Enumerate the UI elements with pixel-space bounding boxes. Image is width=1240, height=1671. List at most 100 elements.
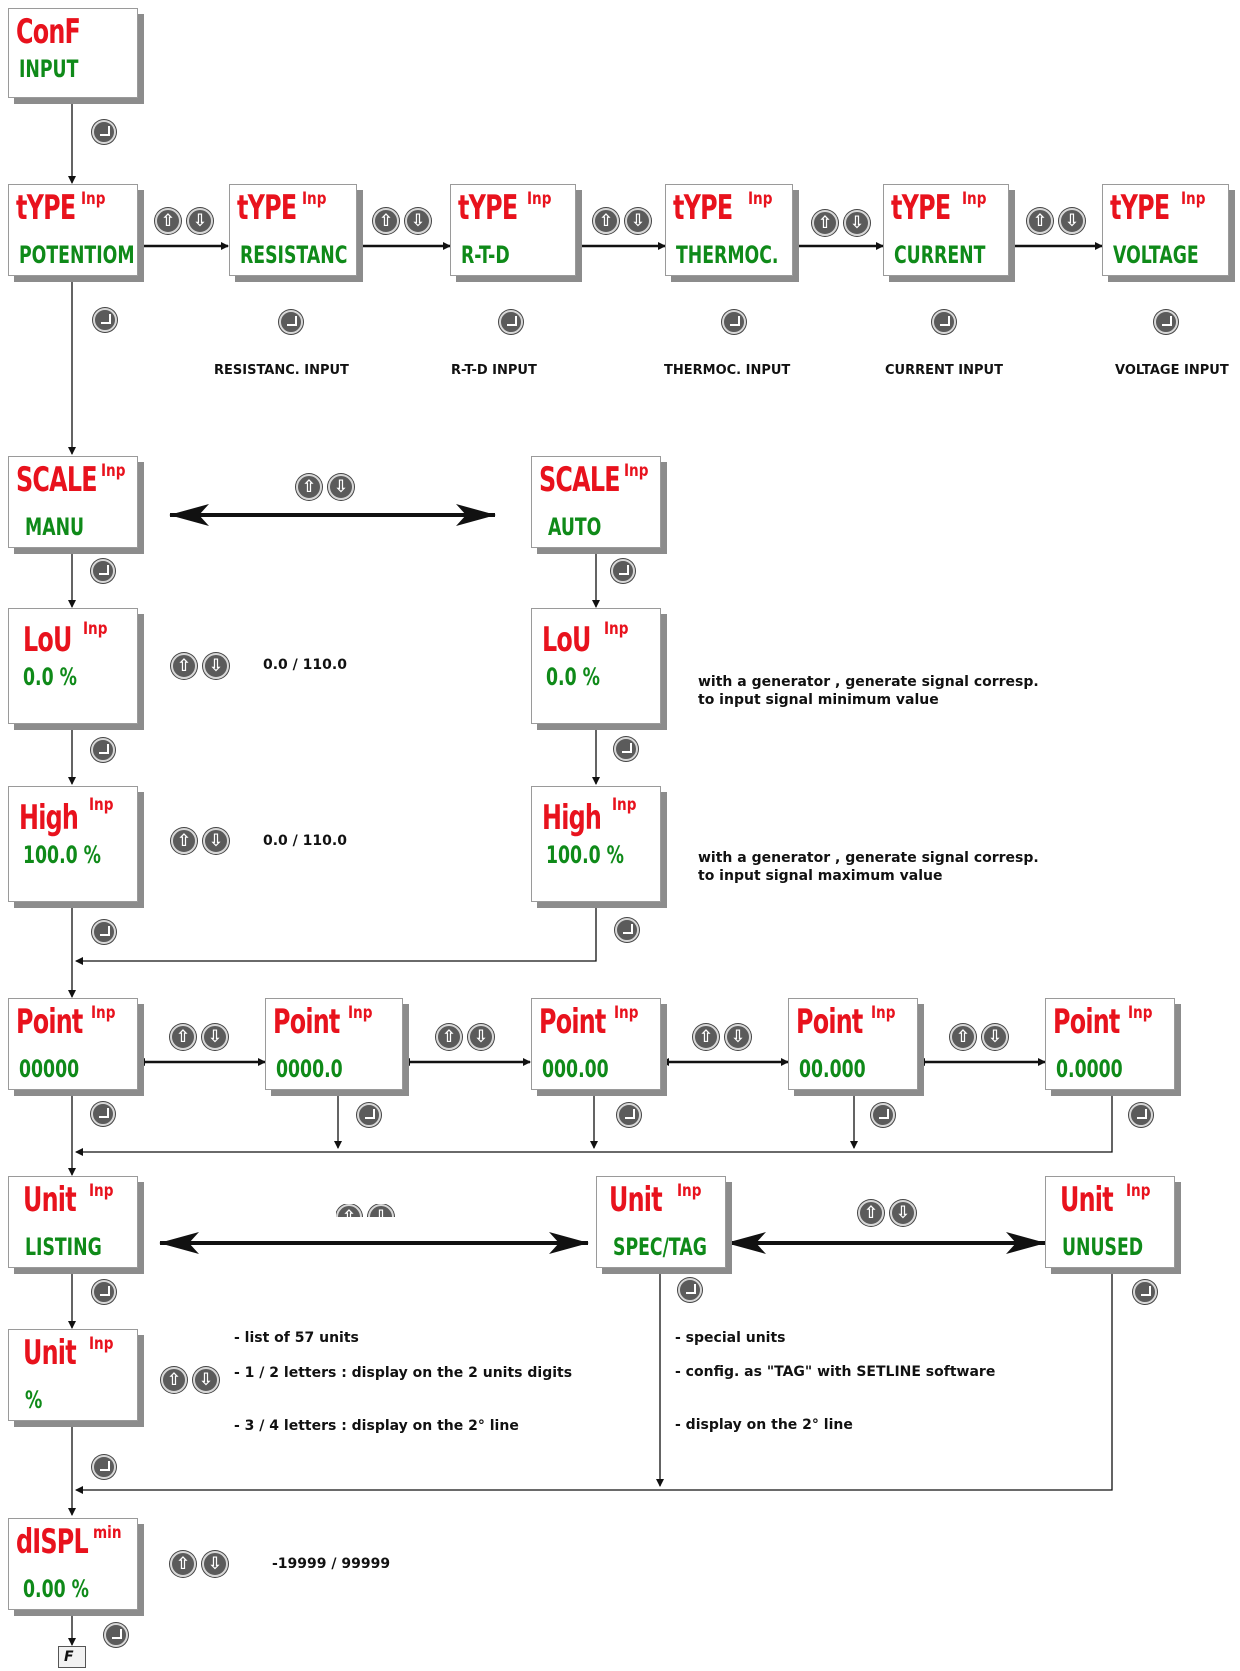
enter-key-icon bbox=[279, 310, 303, 334]
listing-note-2: - 1 / 2 letters : display on the 2 units… bbox=[234, 1365, 573, 1381]
enter-key-icon bbox=[1129, 1103, 1153, 1127]
inp-tag: Inp bbox=[89, 795, 114, 815]
lou-value: 0.0 % bbox=[546, 663, 600, 691]
down-arrow-icon: ⇩ bbox=[890, 1200, 916, 1226]
point-value: 00000 bbox=[19, 1055, 80, 1083]
enter-key-icon bbox=[92, 120, 116, 144]
enter-key-icon bbox=[92, 920, 116, 944]
high-auto-box: High Inp 100.0 % bbox=[531, 786, 661, 902]
up-down-keys: ⇧⇩ bbox=[950, 1024, 1014, 1050]
rtd-input-label: R-T-D INPUT bbox=[451, 363, 537, 378]
type-label: tYPE bbox=[673, 188, 733, 228]
high-note-2: to input signal maximum value bbox=[698, 868, 943, 884]
lou-note-2: to input signal minimum value bbox=[698, 692, 939, 708]
type-value: THERMOC. bbox=[676, 241, 779, 269]
up-down-keys: ⇧⇩ bbox=[170, 1551, 234, 1577]
lou-range: 0.0 / 110.0 bbox=[263, 657, 347, 673]
type-value: R-T-D bbox=[461, 241, 510, 269]
lou-note-1: with a generator , generate signal corre… bbox=[698, 674, 1039, 690]
point-value: 00.000 bbox=[799, 1055, 866, 1083]
type-label: tYPE bbox=[458, 188, 518, 228]
spec-note-2: - config. as "TAG" with SETLINE software bbox=[675, 1364, 996, 1380]
inp-tag: Inp bbox=[624, 461, 649, 481]
type-rtd-box: tYPE Inp R-T-D bbox=[450, 184, 576, 276]
enter-key-icon bbox=[92, 1455, 116, 1479]
inp-tag: Inp bbox=[527, 189, 552, 209]
unit-unused-box: Unit Inp UNUSED bbox=[1045, 1176, 1175, 1268]
unit-label: Unit bbox=[23, 1180, 77, 1220]
lou-auto-box: LoU Inp 0.0 % bbox=[531, 608, 661, 724]
lou-manu-box: LoU Inp 0.0 % bbox=[8, 608, 138, 724]
enter-key-icon bbox=[499, 310, 523, 334]
enter-key-icon bbox=[91, 1102, 115, 1126]
type-potentiom-box: tYPE Inp POTENTIOM bbox=[8, 184, 138, 276]
up-down-keys: ⇧⇩ bbox=[812, 210, 876, 236]
point-0000-0-box: Point Inp 0000.0 bbox=[265, 998, 403, 1090]
enter-key-icon bbox=[91, 738, 115, 762]
high-value: 100.0 % bbox=[23, 841, 101, 869]
point-label: Point bbox=[1053, 1002, 1120, 1042]
lou-value: 0.0 % bbox=[23, 663, 77, 691]
high-label: High bbox=[542, 798, 602, 838]
point-label: Point bbox=[796, 1002, 863, 1042]
inp-tag: Inp bbox=[604, 619, 629, 639]
enter-key-icon bbox=[91, 559, 115, 583]
up-down-keys-partial: ⇧⇩ bbox=[336, 1204, 400, 1217]
inp-tag: Inp bbox=[89, 1181, 114, 1201]
up-arrow-icon: ⇧ bbox=[170, 1024, 196, 1050]
up-down-keys: ⇧⇩ bbox=[436, 1024, 500, 1050]
unit-value: LISTING bbox=[25, 1233, 102, 1261]
up-down-keys: ⇧⇩ bbox=[858, 1200, 922, 1226]
type-resistanc-box: tYPE Inp RESISTANC bbox=[229, 184, 357, 276]
down-arrow-icon: ⇩ bbox=[1059, 208, 1085, 234]
unit-listing-box: Unit Inp LISTING bbox=[8, 1176, 138, 1268]
type-current-box: tYPE Inp CURRENT bbox=[883, 184, 1009, 276]
type-value: CURRENT bbox=[894, 241, 986, 269]
type-thermoc-box: tYPE Inp THERMOC. bbox=[665, 184, 793, 276]
down-arrow-icon: ⇩ bbox=[625, 208, 651, 234]
type-voltage-box: tYPE Inp VOLTAGE bbox=[1102, 184, 1229, 276]
enter-key-icon bbox=[1133, 1280, 1157, 1304]
inp-tag: Inp bbox=[91, 1003, 116, 1023]
unit-value: SPEC/TAG bbox=[613, 1233, 707, 1261]
down-arrow-icon: ⇩ bbox=[203, 828, 229, 854]
unit-value: % bbox=[25, 1386, 43, 1414]
enter-key-icon bbox=[617, 1103, 641, 1127]
point-label: Point bbox=[539, 1002, 606, 1042]
down-arrow-icon: ⇩ bbox=[202, 1024, 228, 1050]
high-note-1: with a generator , generate signal corre… bbox=[698, 850, 1039, 866]
unit-label: Unit bbox=[23, 1333, 77, 1373]
inp-tag: Inp bbox=[677, 1181, 702, 1201]
up-down-keys: ⇧⇩ bbox=[373, 208, 437, 234]
inp-tag: Inp bbox=[612, 795, 637, 815]
down-arrow-icon: ⇩ bbox=[982, 1024, 1008, 1050]
down-arrow-icon: ⇩ bbox=[468, 1024, 494, 1050]
point-value: 0000.0 bbox=[276, 1055, 343, 1083]
resistanc-input-label: RESISTANC. INPUT bbox=[214, 363, 349, 378]
enter-key-icon bbox=[678, 1278, 702, 1302]
lou-label: LoU bbox=[23, 620, 72, 660]
scale-label: SCALE bbox=[16, 460, 98, 500]
unit-spec-tag-box: Unit Inp SPEC/TAG bbox=[596, 1176, 726, 1268]
inp-tag: Inp bbox=[748, 189, 773, 209]
down-arrow-icon: ⇩ bbox=[368, 1204, 394, 1217]
up-down-keys: ⇧⇩ bbox=[170, 1024, 234, 1050]
type-value: VOLTAGE bbox=[1113, 241, 1199, 269]
conf-subtitle: INPUT bbox=[19, 55, 79, 83]
up-arrow-icon: ⇧ bbox=[336, 1204, 362, 1217]
listing-note-3: - 3 / 4 letters : display on the 2° line bbox=[234, 1418, 519, 1434]
spec-note-3: - display on the 2° line bbox=[675, 1417, 853, 1433]
type-label: tYPE bbox=[891, 188, 951, 228]
up-arrow-icon: ⇧ bbox=[1027, 208, 1053, 234]
inp-tag: Inp bbox=[83, 619, 108, 639]
enter-key-icon bbox=[104, 1623, 128, 1647]
up-down-keys: ⇧⇩ bbox=[161, 1367, 225, 1393]
type-label: tYPE bbox=[1110, 188, 1170, 228]
up-down-keys: ⇧⇩ bbox=[1027, 208, 1091, 234]
enter-key-icon bbox=[1154, 310, 1178, 334]
up-arrow-icon: ⇧ bbox=[155, 208, 181, 234]
type-value: RESISTANC bbox=[240, 241, 348, 269]
point-0-0000-box: Point Inp 0.0000 bbox=[1045, 998, 1175, 1090]
voltage-input-label: VOLTAGE INPUT bbox=[1115, 363, 1229, 378]
up-arrow-icon: ⇧ bbox=[171, 653, 197, 679]
